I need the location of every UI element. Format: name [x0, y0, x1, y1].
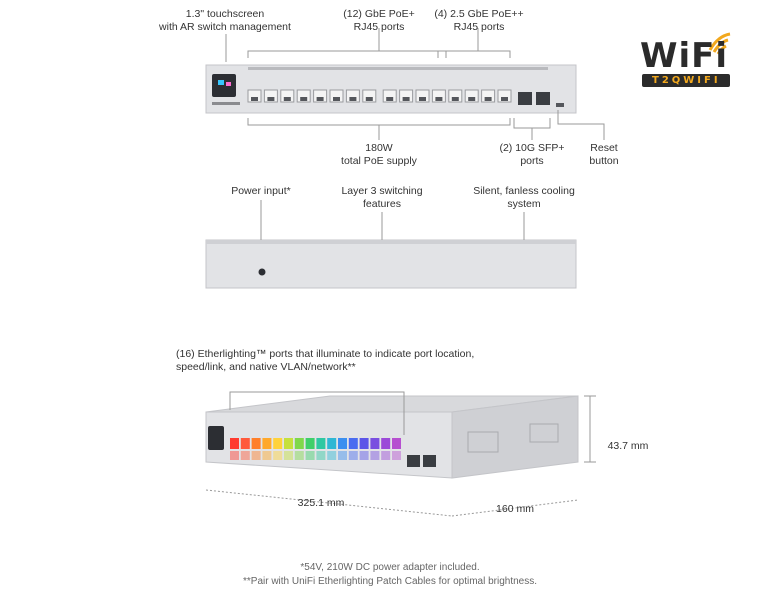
brand-logo: WiFi T2QWIFI: [638, 28, 734, 90]
sfp-port: [518, 92, 532, 105]
rj45-port-socket: [402, 97, 410, 101]
rj45-port-socket: [419, 97, 426, 101]
etherlighting-glow: [381, 451, 391, 460]
footnote-adapter: *54V, 210W DC power adapter included.: [300, 562, 480, 573]
label-25gbe-ports: (4) 2.5 GbE PoE++ RJ45 ports: [434, 8, 524, 33]
rj45-port-socket: [484, 97, 492, 101]
rj45-port-socket: [501, 97, 508, 101]
iso-sfp-port: [407, 455, 420, 467]
iso-etherlighting-ports: [230, 438, 401, 460]
label-sfp-ports: (2) 10G SFP+ ports: [499, 142, 565, 167]
rj45-port-socket: [365, 97, 373, 101]
rj45-port-socket: [300, 97, 308, 101]
etherlighting-port: [230, 438, 239, 449]
etherlighting-port: [316, 438, 326, 449]
etherlighting-port: [327, 438, 337, 449]
etherlighting-glow: [251, 451, 261, 460]
sfp-port: [536, 92, 550, 105]
label-layer3: Layer 3 switching features: [341, 185, 423, 210]
logo-word: WiFi: [640, 36, 729, 76]
etherlighting-port: [284, 438, 293, 449]
iso-sfp-port: [423, 455, 436, 467]
etherlighting-glow: [338, 451, 347, 460]
etherlighting-glow: [230, 451, 239, 460]
etherlighting-glow: [284, 451, 293, 460]
rj45-port-socket: [386, 97, 394, 101]
rj45-port-socket: [316, 97, 324, 101]
label-power-input: Power input*: [231, 185, 291, 197]
etherlighting-glow: [294, 451, 304, 460]
etherlighting-port: [251, 438, 261, 449]
front-top-vent: [248, 67, 548, 70]
wifi-logo-graphic: [642, 32, 731, 87]
iso-side: [451, 395, 579, 479]
label-width: 325.1 mm: [297, 497, 345, 509]
logo-tag: T2QWIFI: [652, 75, 721, 86]
rj45-port-socket: [333, 97, 340, 101]
etherlighting-glow: [348, 451, 358, 460]
etherlighting-glow: [273, 451, 283, 460]
label-reset-button: Reset button: [589, 142, 619, 167]
rj45-port-socket: [267, 97, 275, 101]
rear-chassis: [205, 239, 577, 289]
rj45-port-socket: [435, 97, 443, 101]
label-height: 43.7 mm: [607, 440, 649, 452]
etherlighting-port: [370, 438, 380, 449]
etherlighting-glow: [327, 451, 337, 460]
etherlighting-glow: [359, 451, 369, 460]
power-input-graphic: [258, 268, 266, 276]
label-cooling: Silent, fanless cooling system: [473, 185, 575, 210]
reset-button-graphic: [556, 103, 564, 107]
label-poe-supply: 180W total PoE supply: [341, 142, 417, 167]
etherlighting-glow: [240, 451, 250, 460]
rj45-port-socket: [451, 97, 459, 101]
label-etherlighting: (16) Etherlighting™ ports that illuminat…: [176, 348, 475, 373]
label-touchscreen: 1.3" touchscreen with AR switch manageme…: [159, 8, 291, 33]
rj45-port-socket: [468, 97, 476, 101]
rj45-port-socket: [251, 97, 258, 101]
etherlighting-glow: [262, 451, 272, 460]
rj45-port-socket: [349, 97, 357, 101]
etherlighting-port: [348, 438, 358, 449]
label-depth: 160 mm: [496, 503, 534, 515]
etherlighting-port: [359, 438, 369, 449]
etherlighting-port: [240, 438, 250, 449]
etherlighting-port: [338, 438, 347, 449]
label-gbe-ports: (12) GbE PoE+ RJ45 ports: [343, 8, 415, 33]
iso-touchscreen: [208, 426, 224, 450]
etherlighting-port: [392, 438, 401, 449]
etherlighting-port: [262, 438, 272, 449]
rj45-port-socket: [283, 97, 291, 101]
etherlighting-port: [273, 438, 283, 449]
footnote-cables: **Pair with UniFi Etherlighting Patch Ca…: [242, 576, 538, 587]
etherlighting-glow: [370, 451, 380, 460]
etherlighting-glow: [305, 451, 315, 460]
etherlighting-port: [294, 438, 304, 449]
front-rj45-ports: [247, 89, 512, 103]
etherlighting-port: [381, 438, 391, 449]
front-touchscreen: [212, 74, 236, 97]
etherlighting-port: [305, 438, 315, 449]
front-chassis: [205, 64, 577, 114]
etherlighting-glow: [316, 451, 326, 460]
etherlighting-glow: [392, 451, 401, 460]
front-sfp-ports: [518, 92, 550, 105]
